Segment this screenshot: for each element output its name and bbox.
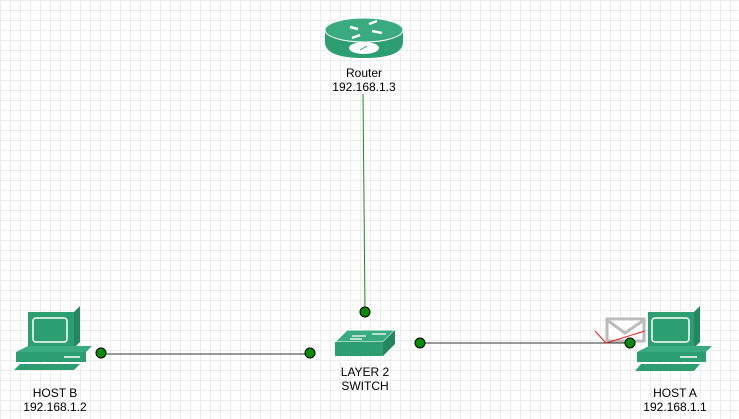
link-router-switch[interactable] <box>362 93 366 311</box>
switch-name-line2: SWITCH <box>341 379 389 393</box>
packet-envelope-icon[interactable] <box>605 317 646 343</box>
host-b-computer-icon[interactable] <box>14 306 92 370</box>
host-b-ip: 192.168.1.2 <box>23 400 87 414</box>
port-switch-hostb[interactable] <box>304 347 316 359</box>
host-a-label: HOST A 192.168.1.1 <box>615 386 735 414</box>
router-label: Router 192.168.1.3 <box>304 66 424 94</box>
port-hostb[interactable] <box>95 347 107 359</box>
host-b-label: HOST B 192.168.1.2 <box>0 386 115 414</box>
host-a-name: HOST A <box>653 386 697 400</box>
packet-trace-line <box>594 330 646 344</box>
port-hosta[interactable] <box>624 337 636 349</box>
port-router-switch[interactable] <box>359 306 371 318</box>
switch-name-line1: LAYER 2 <box>340 365 390 379</box>
router-name: Router <box>345 66 383 80</box>
router-ip: 192.168.1.3 <box>332 80 396 94</box>
router-icon[interactable] <box>324 17 404 58</box>
host-a-ip: 192.168.1.1 <box>643 400 707 414</box>
port-switch-hosta[interactable] <box>414 337 426 349</box>
host-a-computer-icon[interactable] <box>635 306 712 371</box>
switch-icon[interactable] <box>333 329 397 356</box>
switch-label: LAYER 2 SWITCH <box>305 365 425 393</box>
host-b-name: HOST B <box>32 386 78 400</box>
